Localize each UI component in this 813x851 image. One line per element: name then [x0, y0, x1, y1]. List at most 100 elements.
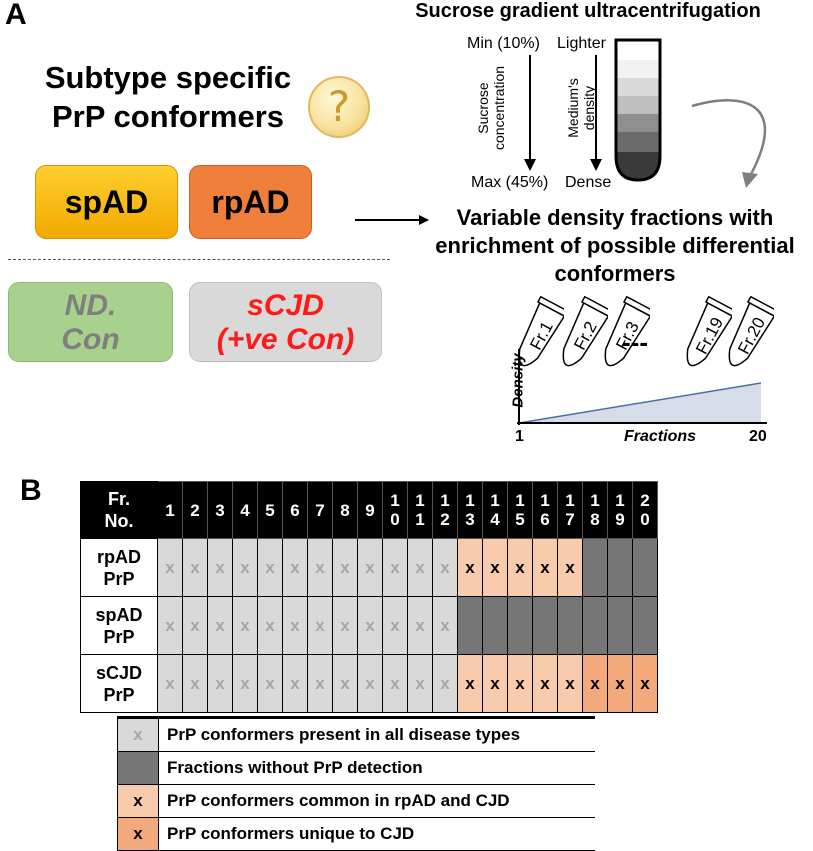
- variable-density-text: Variable density fractions with enrichme…: [420, 204, 810, 288]
- nd-con-line1: ND.: [64, 289, 117, 322]
- spad-box: spAD: [35, 165, 178, 239]
- fraction-cell-none: [582, 596, 608, 655]
- fraction-cell-all: x: [282, 654, 308, 713]
- fraction-header-7: 7: [307, 481, 333, 539]
- fraction-header-8: 8: [332, 481, 358, 539]
- fraction-cell-common: x: [457, 654, 483, 713]
- fraction-header-digit: 1: [590, 491, 600, 510]
- fraction-cell-none: [532, 596, 558, 655]
- fraction-header-3: 3: [207, 481, 233, 539]
- dense-label: Dense: [565, 174, 612, 191]
- fraction-cell-all: x: [432, 596, 458, 655]
- concentration-arrow-icon: [524, 55, 536, 171]
- variable-line3: conformers: [554, 261, 676, 286]
- fraction-header-digit: 5: [265, 500, 275, 520]
- legend-item: Fractions without PrP detection: [117, 751, 595, 785]
- row-label-line: PrP: [103, 684, 135, 705]
- fraction-header-digit: 1: [390, 491, 400, 510]
- max-label: Max (45%): [471, 174, 549, 191]
- fraction-number-header: Fr. No.: [80, 481, 158, 539]
- centrifuge-tube-icon: [614, 38, 662, 182]
- fraction-header-digit: 1: [415, 510, 425, 529]
- row-label-line: PrP: [103, 626, 135, 647]
- fraction-cell-all: x: [407, 596, 433, 655]
- fractions-axis-label: Fractions: [624, 428, 697, 445]
- fraction-cell-all: x: [282, 596, 308, 655]
- fraction-header-2: 2: [182, 481, 208, 539]
- fraction-header-digit: 3: [215, 500, 225, 520]
- fraction-header-digit: 1: [465, 491, 475, 510]
- fraction-cell-all: x: [382, 538, 408, 597]
- x-start-label: 1: [515, 428, 524, 445]
- fraction-cell-all: x: [157, 538, 183, 597]
- fraction-header-digit: 9: [365, 500, 375, 520]
- fraction-cell-all: x: [307, 654, 333, 713]
- fraction-cell-unique: x: [632, 654, 658, 713]
- fraction-header-digit: 8: [340, 500, 350, 520]
- fraction-cell-all: x: [307, 596, 333, 655]
- fraction-header-digit: 1: [165, 500, 175, 520]
- medium-density-line1: Medium's: [565, 78, 581, 138]
- variable-line2: enrichment of possible differential: [435, 233, 795, 258]
- rpad-box: rpAD: [189, 165, 312, 239]
- fraction-cell-none: [607, 596, 633, 655]
- fraction-cell-none: [482, 596, 508, 655]
- fraction-header-digit: 1: [440, 491, 450, 510]
- fraction-cell-all: x: [182, 654, 208, 713]
- fraction-cell-all: x: [332, 654, 358, 713]
- fraction-header-5: 5: [257, 481, 283, 539]
- fraction-cell-all: x: [282, 538, 308, 597]
- nd-con-line2: Con: [61, 323, 120, 356]
- fraction-cell-all: x: [357, 654, 383, 713]
- fraction-header-1: 1: [157, 481, 183, 539]
- legend-swatch: x: [117, 784, 159, 818]
- fraction-cell-all: x: [257, 538, 283, 597]
- lighter-label: Lighter: [557, 35, 606, 52]
- header-label-line2: No.: [104, 511, 134, 531]
- panel-b-letter: B: [20, 474, 42, 507]
- fraction-cell-all: x: [382, 596, 408, 655]
- row-label-line: PrP: [103, 568, 135, 589]
- fraction-header-digit: 2: [440, 510, 450, 529]
- fraction-cell-all: x: [432, 538, 458, 597]
- fraction-header-digit: 1: [565, 491, 575, 510]
- fraction-header-digit: 7: [565, 510, 575, 529]
- fraction-cell-common: x: [482, 538, 508, 597]
- scjd-line2: (+ve Con): [216, 323, 355, 356]
- row-label-line: spAD: [95, 604, 143, 625]
- fraction-header-digit: 6: [540, 510, 550, 529]
- header-label-line1: Fr.: [107, 489, 130, 509]
- sucrose-conc-line1: Sucrose: [475, 82, 491, 134]
- dashed-divider: [8, 259, 390, 260]
- x-end-label: 20: [749, 428, 767, 445]
- fraction-cell-all: x: [407, 654, 433, 713]
- tube-ellipsis: ---: [622, 327, 648, 357]
- fraction-cell-all: x: [357, 596, 383, 655]
- fraction-cell-all: x: [432, 654, 458, 713]
- fraction-cell-all: x: [182, 538, 208, 597]
- fraction-header-digit: 4: [490, 510, 500, 529]
- fraction-header-digit: 4: [240, 500, 250, 520]
- fraction-cell-all: x: [207, 596, 233, 655]
- subtype-title-line2: PrP conformers: [51, 99, 284, 134]
- fraction-header-digit: 5: [515, 510, 525, 529]
- fraction-header-digit: 6: [290, 500, 300, 520]
- scjd-line1: sCJD: [247, 289, 324, 322]
- fraction-header-4: 4: [232, 481, 258, 539]
- fraction-cell-all: x: [357, 538, 383, 597]
- fraction-header-digit: 3: [465, 510, 475, 529]
